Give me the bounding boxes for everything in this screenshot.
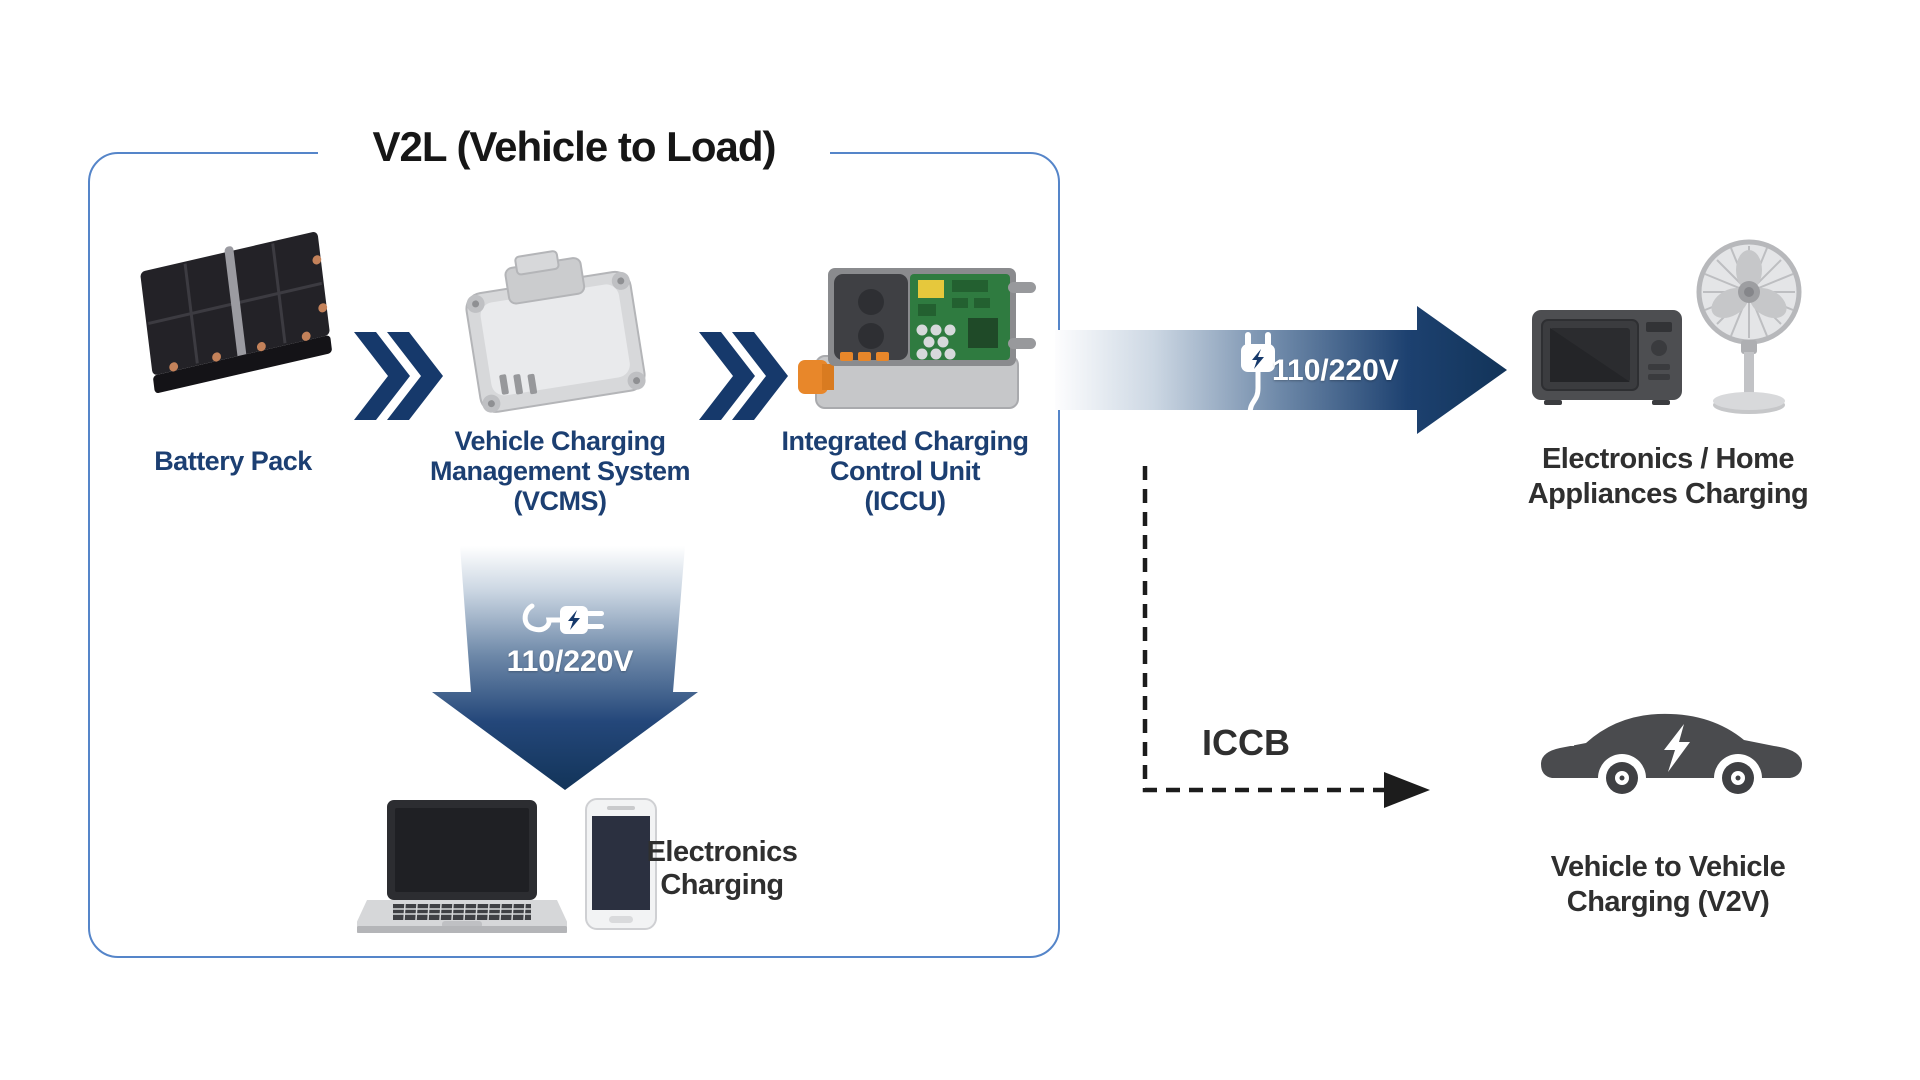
appliances-charging-line: Electronics / Home <box>1541 443 1795 475</box>
electronics-charging-line: Charging <box>660 869 784 901</box>
smartphone-image <box>585 798 657 930</box>
iccb-dashed-arrow <box>1128 458 1458 818</box>
v2v-charging-label: Vehicle to Vehicle Charging (V2V) <box>1478 850 1858 920</box>
iccu-image <box>798 258 1036 430</box>
car-image <box>1538 698 1808 800</box>
iccu-label: Integrated Charging Control Unit (ICCU) <box>755 426 1055 516</box>
iccu-label-line: Control Unit <box>830 456 980 486</box>
laptop-image <box>357 800 567 936</box>
battery-pack-label: Battery Pack <box>113 446 353 476</box>
battery-pack-image <box>124 228 338 414</box>
right-arrow <box>1055 300 1515 440</box>
appliances-charging-label: Electronics / Home Appliances Charging <box>1478 442 1858 512</box>
vcms-label-line: Vehicle Charging <box>454 426 666 456</box>
vcms-label: Vehicle Charging Management System (VCMS… <box>410 426 710 516</box>
iccu-label-line: (ICCU) <box>864 486 946 516</box>
v2v-charging-line: Charging (V2V) <box>1566 886 1770 918</box>
vcms-label-line: Management System <box>429 456 691 486</box>
power-plug-icon <box>1236 332 1280 416</box>
chevron-right-icon <box>350 332 445 420</box>
v2v-charging-line: Vehicle to Vehicle <box>1550 851 1786 883</box>
fan-image <box>1688 238 1810 418</box>
right-arrow-voltage: 110/220V <box>1272 354 1399 387</box>
down-arrow-voltage: 110/220V <box>506 645 634 678</box>
electronics-charging-label: Electronics Charging <box>612 836 832 902</box>
down-arrow <box>430 540 700 795</box>
electronics-charging-line: Electronics <box>646 836 798 868</box>
chevron-right-icon <box>695 332 790 420</box>
page-title: V2L (Vehicle to Load) <box>318 118 830 176</box>
iccb-label: ICCB <box>1202 722 1290 763</box>
vcms-image <box>455 250 660 428</box>
iccu-label-line: Integrated Charging <box>781 426 1029 456</box>
appliances-charging-line: Appliances Charging <box>1527 478 1809 510</box>
power-plug-icon <box>522 596 612 644</box>
microwave-image <box>1532 306 1682 406</box>
battery-pack-label-line: Battery Pack <box>154 446 312 476</box>
vcms-label-line: (VCMS) <box>513 486 608 516</box>
